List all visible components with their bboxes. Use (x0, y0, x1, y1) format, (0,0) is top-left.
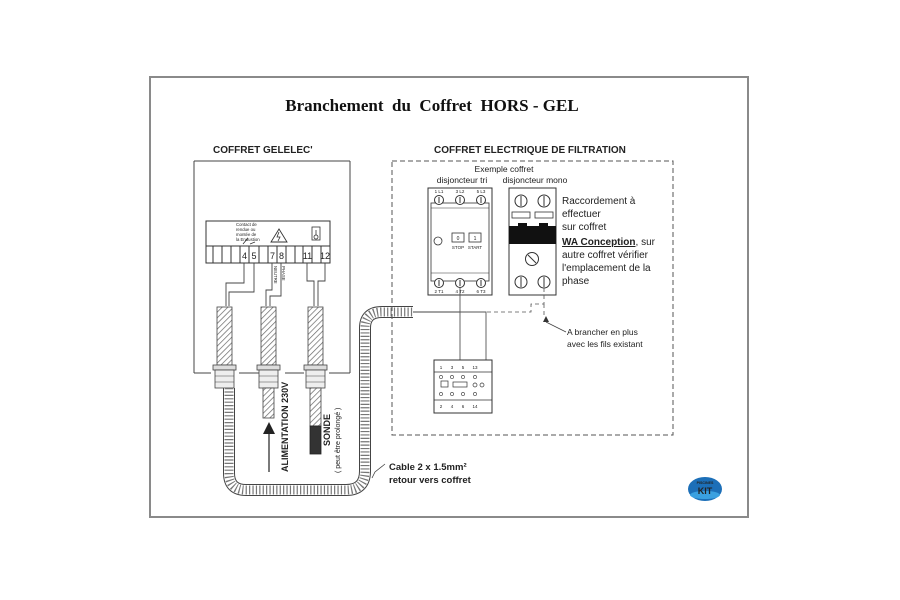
contact-note: Contact de rendue ou montée de la Endust… (236, 222, 260, 242)
raccordement-text: Raccordement à effectuer sur coffret WA … (562, 196, 656, 287)
terminal-4: 4 (242, 251, 247, 261)
sensor-symbol (311, 226, 321, 241)
warning-triangle-icon (270, 228, 288, 243)
alimentation-label: ALIMENTATION 230V (280, 382, 290, 472)
alimentation-cable (212, 306, 237, 389)
mono-breaker (508, 187, 557, 296)
terminal-11: 11 (303, 251, 312, 261)
terminal-7: 7 (270, 251, 275, 261)
sonde-label: SONDE (322, 414, 332, 446)
svg-text:14: 14 (472, 404, 478, 409)
svg-text:la Endustion: la Endustion (236, 237, 260, 242)
example-mono-label: disjoncteur mono (503, 175, 568, 185)
diagram-title: Branchement du Coffret HORS - GEL (285, 96, 578, 115)
diagram-frame: Branchement du Coffret HORS - GEL COFFRE… (149, 76, 749, 518)
svg-text:avec les fils existant: avec les fils existant (567, 339, 643, 349)
svg-text:3: 3 (451, 365, 454, 370)
svg-text:KIT: KIT (698, 486, 713, 496)
svg-text:Contact de: Contact de (236, 222, 257, 227)
contactor-module (433, 359, 493, 414)
tri-breaker: 0 1 (427, 187, 493, 296)
terminal-8: 8 (279, 251, 284, 261)
piscines-kit-logo: PISCINES KIT (688, 477, 722, 501)
return-cable-label-2: retour vers coffret (389, 475, 472, 486)
mono-connection-dashed (486, 288, 545, 318)
wiring-diagram: Branchement du Coffret HORS - GEL COFFRE… (193, 96, 722, 501)
example-tri-label: disjoncteur tri (437, 175, 488, 185)
brancher-text: A brancher en plus avec les fils existan… (567, 327, 643, 349)
svg-text:effectuer: effectuer (562, 209, 601, 220)
up-arrow-icon (263, 422, 275, 472)
svg-text:6 T3: 6 T3 (477, 289, 486, 294)
svg-text:PISCINES: PISCINES (697, 481, 714, 485)
svg-text:l'emplacement de la: l'emplacement de la (562, 263, 651, 274)
terminal-block (205, 220, 331, 264)
example-line-1: Exemple coffret (475, 164, 535, 174)
terminal-5: 5 (251, 251, 256, 261)
return-cable-label-1: Cable 2 x 1.5mm² (389, 462, 467, 473)
svg-text:4: 4 (451, 404, 454, 409)
contactor-labels: 1 3 5 13 2 4 6 14 (440, 365, 478, 409)
svg-text:autre coffret vérifier: autre coffret vérifier (562, 250, 649, 261)
filtration-wires (459, 288, 487, 363)
svg-text:A brancher en plus: A brancher en plus (567, 327, 638, 337)
neutral-phase-cable (256, 306, 281, 419)
filtration-heading: COFFRET ELECTRIQUE DE FILTRATION (434, 145, 626, 156)
pointer-arrow-icon (543, 316, 549, 322)
svg-text:WA Conception, sur: WA Conception, sur (562, 237, 656, 248)
svg-text:6: 6 (462, 404, 465, 409)
relay-contact-symbol (242, 237, 256, 245)
svg-text:3 L2: 3 L2 (456, 189, 465, 194)
svg-text:rendue ou: rendue ou (236, 227, 256, 232)
terminal-12: 12 (320, 251, 330, 261)
neutre-label: NEUTRE (273, 266, 278, 284)
return-cable-pointer (371, 463, 386, 479)
gelelec-internal-wires (225, 263, 326, 306)
svg-text:13: 13 (472, 365, 478, 370)
svg-text:2 T1: 2 T1 (435, 289, 444, 294)
filtration-box (391, 160, 674, 436)
svg-text:5: 5 (462, 365, 465, 370)
phase-label: PHASE (281, 266, 286, 281)
sonde-cable (303, 306, 328, 455)
terminal-labels: 4 5 7 8 11 12 (242, 251, 330, 261)
svg-text:1: 1 (474, 236, 477, 242)
wa-conception-label: WA Conception (562, 237, 636, 248)
svg-text:0: 0 (457, 236, 460, 242)
svg-text:phase: phase (562, 276, 590, 287)
svg-text:1: 1 (440, 365, 443, 370)
stop-label: STOP (452, 245, 464, 250)
svg-text:montée de: montée de (236, 232, 257, 237)
gelelec-box (193, 160, 351, 374)
sonde-note: ( peut être prolongé ) (335, 408, 342, 473)
svg-text:2: 2 (440, 404, 443, 409)
start-label: START (468, 245, 483, 250)
svg-text:Raccordement à: Raccordement à (562, 196, 636, 207)
gelelec-heading: COFFRET GELELEC' (213, 145, 313, 156)
svg-text:5 L3: 5 L3 (477, 189, 486, 194)
svg-text:sur coffret: sur coffret (562, 222, 606, 233)
svg-text:1 L1: 1 L1 (435, 189, 444, 194)
